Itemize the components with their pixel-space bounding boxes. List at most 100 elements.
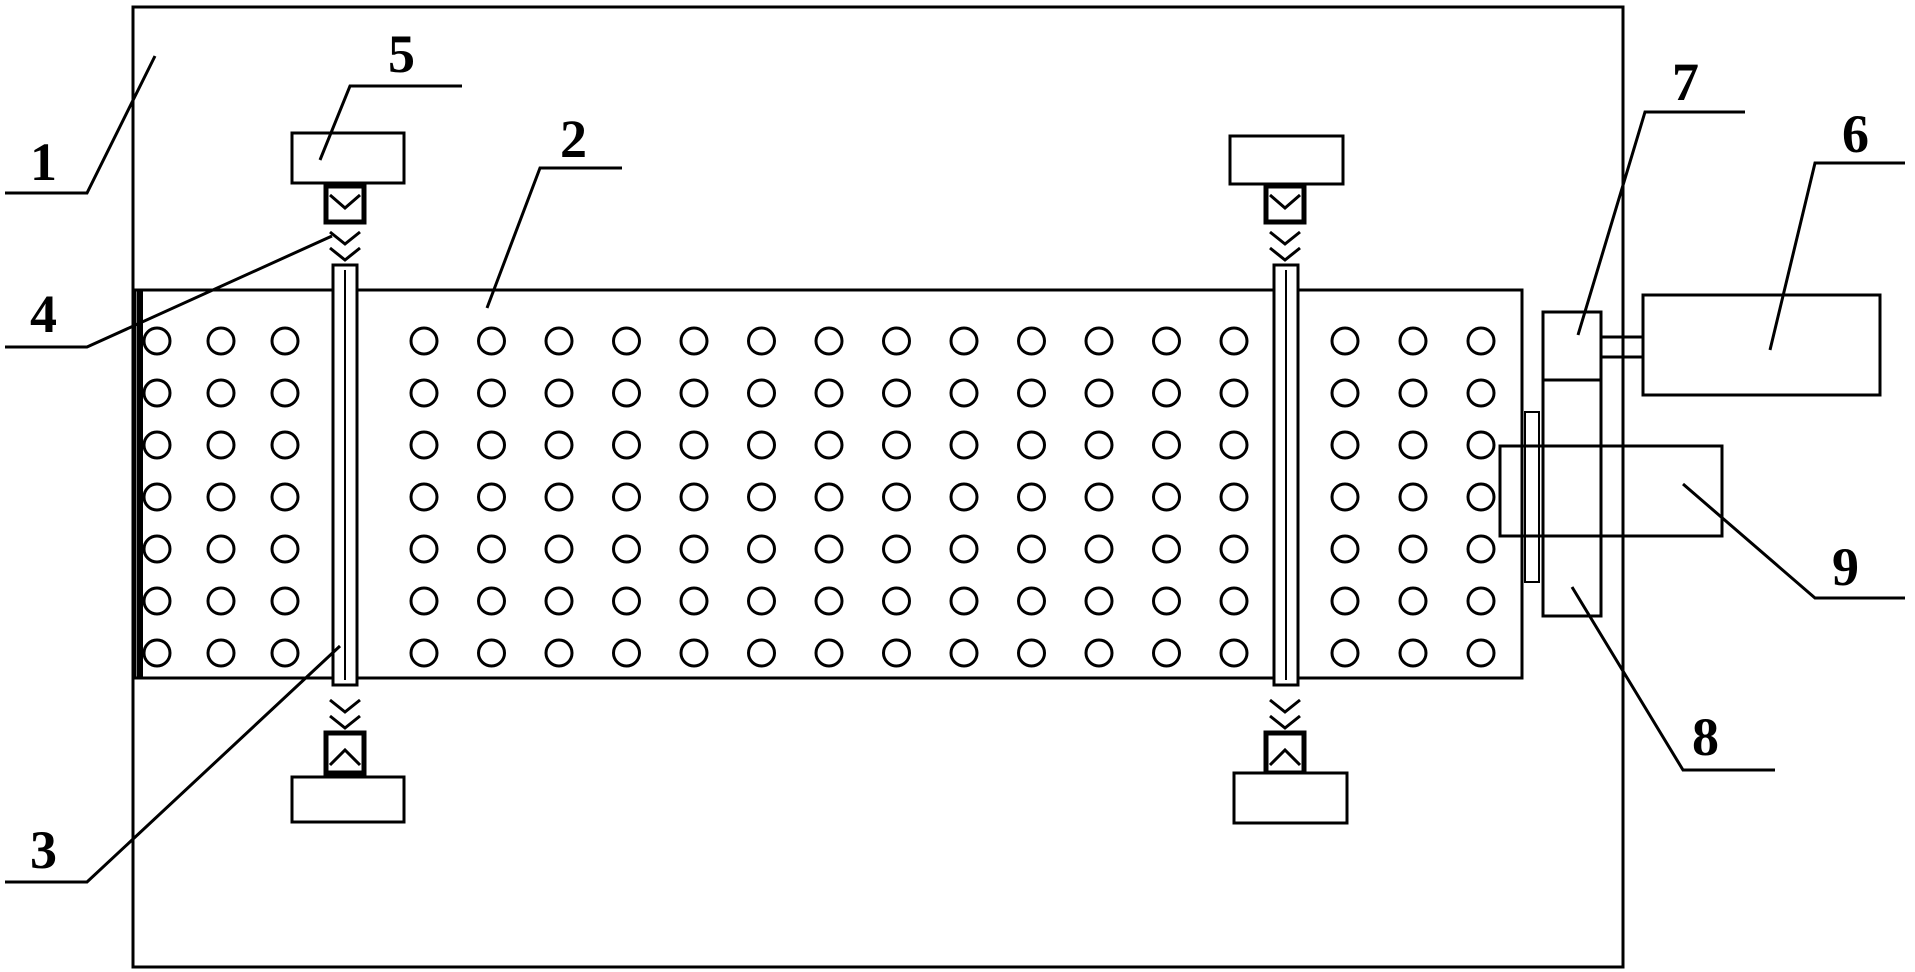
hole <box>270 638 300 668</box>
label-9: 9 <box>1832 537 1859 597</box>
hole <box>1017 326 1046 356</box>
hole <box>477 586 506 616</box>
hole <box>1084 430 1114 460</box>
hole <box>409 586 439 616</box>
right-top-serration <box>1269 230 1301 262</box>
hole <box>1219 326 1249 356</box>
hole <box>1398 534 1428 564</box>
hole <box>206 534 236 564</box>
hole <box>882 638 911 668</box>
hole <box>882 378 911 408</box>
label-5: 5 <box>388 24 415 84</box>
hole <box>949 638 979 668</box>
hole <box>814 534 844 564</box>
label-2: 2 <box>560 109 587 169</box>
hole <box>612 638 641 668</box>
hole <box>544 482 574 512</box>
hole <box>747 482 776 512</box>
label-4: 4 <box>30 284 57 344</box>
hole <box>270 534 300 564</box>
hole <box>814 482 844 512</box>
hole <box>409 534 439 564</box>
leader-4 <box>5 234 333 349</box>
hole <box>949 378 979 408</box>
hole <box>882 534 911 564</box>
hole <box>1398 638 1428 668</box>
hole <box>1466 430 1496 460</box>
hole <box>679 378 709 408</box>
hole <box>612 378 641 408</box>
hole <box>1330 638 1360 668</box>
right-top-clamp-block <box>1228 134 1345 186</box>
hole <box>882 326 911 356</box>
hole <box>814 378 844 408</box>
hole <box>544 326 574 356</box>
left-top-serration <box>329 230 361 262</box>
hole <box>142 534 172 564</box>
hole <box>409 378 439 408</box>
hole <box>1219 430 1249 460</box>
label-1: 1 <box>30 132 57 192</box>
hole <box>1219 586 1249 616</box>
hole <box>1017 482 1046 512</box>
hole <box>142 430 172 460</box>
hole <box>949 586 979 616</box>
hole <box>949 482 979 512</box>
hole <box>612 430 641 460</box>
hole <box>206 586 236 616</box>
hole <box>612 482 641 512</box>
hole <box>814 586 844 616</box>
hole <box>679 430 709 460</box>
hole <box>1330 326 1360 356</box>
hole <box>477 534 506 564</box>
hole <box>1017 534 1046 564</box>
hole <box>679 482 709 512</box>
hole <box>1152 534 1181 564</box>
right-bottom-serration <box>1269 698 1301 730</box>
right-bottom-clamp-jaw <box>1263 730 1307 776</box>
hole <box>206 482 236 512</box>
hole <box>142 378 172 408</box>
hole <box>747 638 776 668</box>
hole <box>544 638 574 668</box>
left-top-clamp-block <box>290 131 406 185</box>
label-8: 8 <box>1692 707 1719 767</box>
hole <box>270 482 300 512</box>
hole <box>1084 638 1114 668</box>
hole <box>747 378 776 408</box>
coupling-small-left <box>1524 411 1540 583</box>
hole <box>1084 534 1114 564</box>
hole <box>1466 482 1496 512</box>
hole <box>814 638 844 668</box>
hole <box>206 378 236 408</box>
hole <box>1330 586 1360 616</box>
hole <box>679 638 709 668</box>
hole <box>1330 430 1360 460</box>
hole <box>270 326 300 356</box>
right-top-clamp-jaw <box>1263 183 1307 225</box>
leader-1 <box>5 55 157 195</box>
hole <box>747 534 776 564</box>
right-top-jaw-notch <box>1269 193 1301 210</box>
hole <box>544 586 574 616</box>
hole <box>142 638 172 668</box>
leader-7 <box>1576 110 1745 336</box>
hole <box>1466 638 1496 668</box>
hole <box>1219 534 1249 564</box>
hole <box>1219 638 1249 668</box>
hole <box>1084 326 1114 356</box>
hole <box>814 430 844 460</box>
hole <box>142 482 172 512</box>
hole <box>1152 586 1181 616</box>
hole <box>1330 534 1360 564</box>
hole-grid <box>142 326 1496 668</box>
hole <box>1466 586 1496 616</box>
hole <box>1084 378 1114 408</box>
right-bottom-jaw-notch <box>1268 747 1302 767</box>
hole <box>612 534 641 564</box>
hole <box>1398 586 1428 616</box>
hole <box>1466 378 1496 408</box>
hole <box>882 482 911 512</box>
hole <box>270 586 300 616</box>
